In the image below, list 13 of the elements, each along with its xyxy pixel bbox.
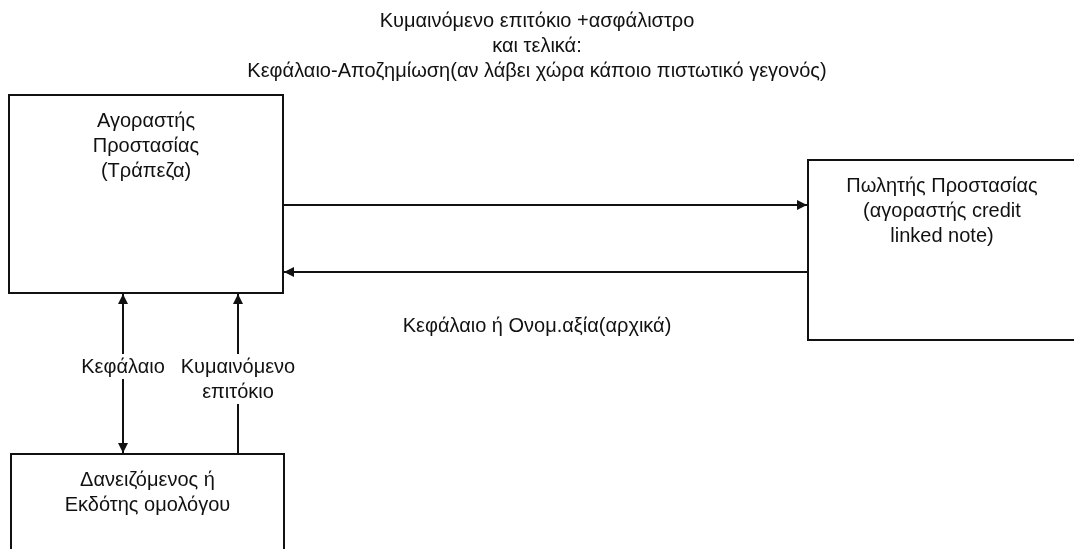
note-text: Κυμαινόμενο επιτόκιο +ασφάλιστρο (379, 8, 695, 33)
process-box (10, 453, 285, 549)
arrow (283, 267, 808, 277)
node-text: Αγοραστής Προστασίας (Τράπεζα) (91, 108, 201, 183)
note-text: και τελικά: (492, 33, 582, 58)
edge-label: Κεφάλαιο (81, 354, 165, 379)
node-text: Δανειζόμενος ή Εκδότης ομολόγου (63, 467, 232, 517)
process-box (8, 94, 284, 294)
edge-label: Κεφάλαιο ή Ονομ.αξία(αρχικά) (402, 313, 672, 338)
node-text: Πωλητής Προστασίας (αγοραστής credit linked note) (845, 173, 1039, 248)
process-box (807, 159, 1074, 341)
arrow (283, 200, 808, 210)
note-text: Κεφάλαιο-Αποζημίωση(αν λάβει χώρα κάποιο πιστωτικό γεγονός) (247, 58, 827, 83)
